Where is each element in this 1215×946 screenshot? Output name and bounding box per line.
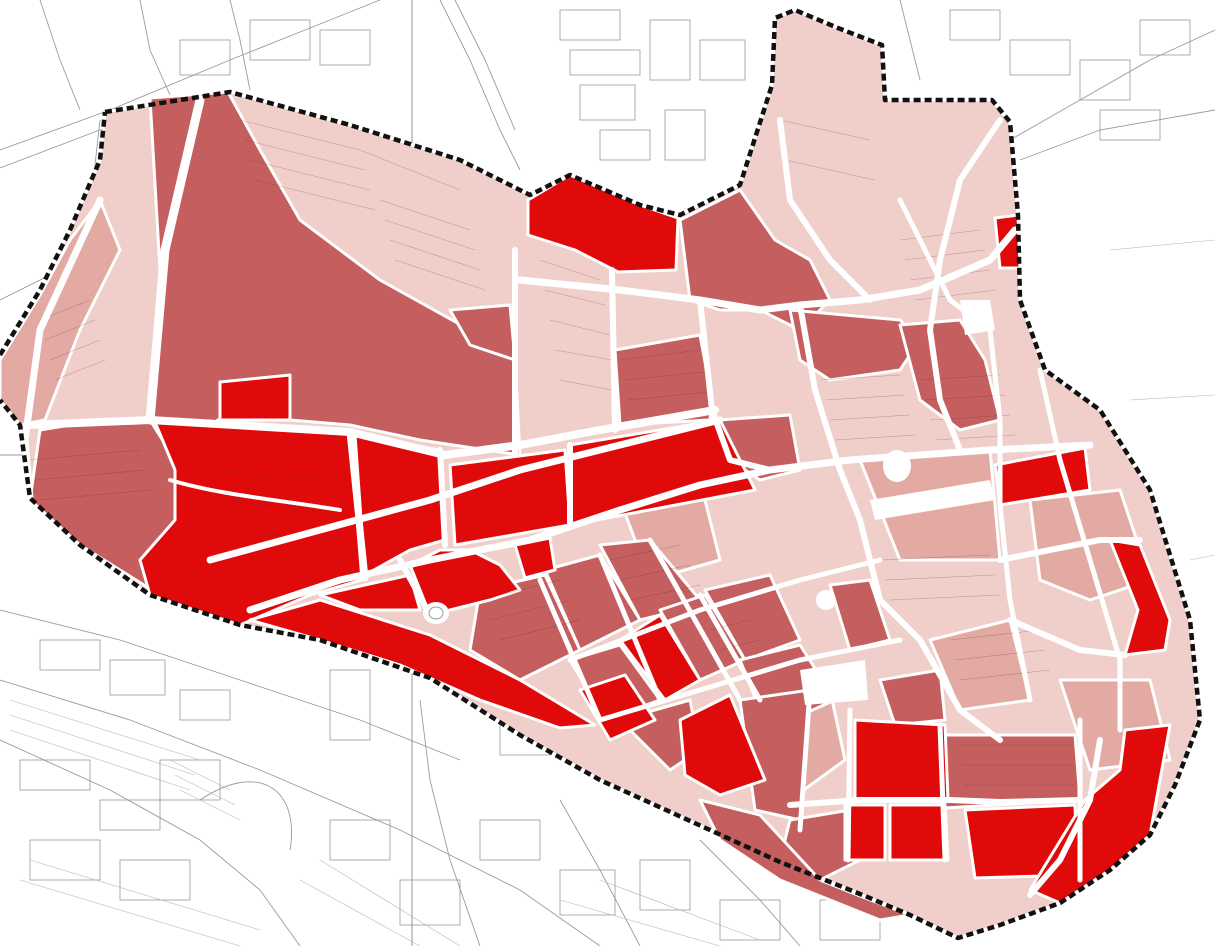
base-road <box>199 781 292 851</box>
base-road <box>0 739 301 946</box>
street <box>397 557 433 618</box>
street <box>987 327 1033 703</box>
street-east <box>1037 367 1123 733</box>
roundabout <box>423 602 449 624</box>
plaza <box>960 300 995 335</box>
zone-very-high[interactable] <box>218 373 292 422</box>
base-road <box>229 0 251 91</box>
street-diagonal <box>206 416 724 564</box>
zone-very-high[interactable] <box>843 803 887 862</box>
base-road <box>1019 109 1215 161</box>
base-road <box>1109 239 1215 251</box>
street <box>609 267 618 433</box>
street-curve <box>168 478 342 512</box>
base-road <box>0 609 461 761</box>
street <box>997 537 1143 563</box>
base-road <box>139 0 171 96</box>
base-parcel-hatch <box>9 699 761 946</box>
streets <box>21 95 1143 898</box>
zone-very-high[interactable] <box>888 803 950 862</box>
base-road <box>439 0 521 171</box>
base-road <box>39 0 81 111</box>
zone-high[interactable] <box>703 573 802 662</box>
street <box>567 557 883 663</box>
base-road <box>1189 554 1215 561</box>
street <box>777 117 873 303</box>
street <box>845 707 853 863</box>
plaza <box>883 450 911 482</box>
base-road <box>454 0 516 131</box>
zone-very-high[interactable] <box>248 598 597 730</box>
street-south-axis <box>246 441 1094 614</box>
zone-very-high[interactable] <box>853 718 950 802</box>
zone-very-high[interactable] <box>578 673 657 742</box>
roundabout-center <box>428 606 444 620</box>
base-road <box>899 0 921 81</box>
study-area-boundary <box>0 7 1203 941</box>
base-road <box>559 799 641 946</box>
street <box>927 117 1003 453</box>
zones-medium <box>0 198 1172 802</box>
zone-very-high[interactable] <box>318 573 422 612</box>
street <box>1007 617 1128 658</box>
zone-high[interactable] <box>878 668 947 727</box>
base-road <box>0 127 106 169</box>
base-road <box>1009 29 1215 141</box>
street-main-axis <box>26 406 719 459</box>
base-blocks-north <box>179 9 1191 161</box>
street <box>597 552 663 703</box>
plaza-strip <box>870 480 995 520</box>
zone-medium[interactable] <box>0 198 122 427</box>
zone-high[interactable] <box>938 733 1082 810</box>
street <box>537 577 603 723</box>
street <box>647 537 743 703</box>
street <box>437 447 448 548</box>
zone-high[interactable] <box>468 573 582 682</box>
base-road <box>419 699 481 946</box>
zones-very-high <box>138 173 1172 905</box>
zone-very-high[interactable] <box>1108 538 1172 657</box>
zone-very-high[interactable] <box>526 173 680 274</box>
zone-very-high[interactable] <box>678 693 767 797</box>
street <box>697 297 773 473</box>
parcel-linework <box>29 119 1074 786</box>
plaza-circle <box>816 590 836 610</box>
street-west-main <box>145 95 205 425</box>
street <box>797 687 813 833</box>
base-road <box>1129 394 1215 401</box>
base-road <box>0 679 601 946</box>
street <box>797 302 883 603</box>
street <box>877 597 1003 743</box>
zone-high[interactable] <box>788 308 922 382</box>
street <box>597 637 903 723</box>
plaza <box>800 660 868 705</box>
street <box>697 592 763 703</box>
street <box>346 428 369 582</box>
street <box>1027 737 1103 898</box>
open-spaces <box>423 300 995 705</box>
street <box>787 797 1083 808</box>
street <box>937 722 948 863</box>
